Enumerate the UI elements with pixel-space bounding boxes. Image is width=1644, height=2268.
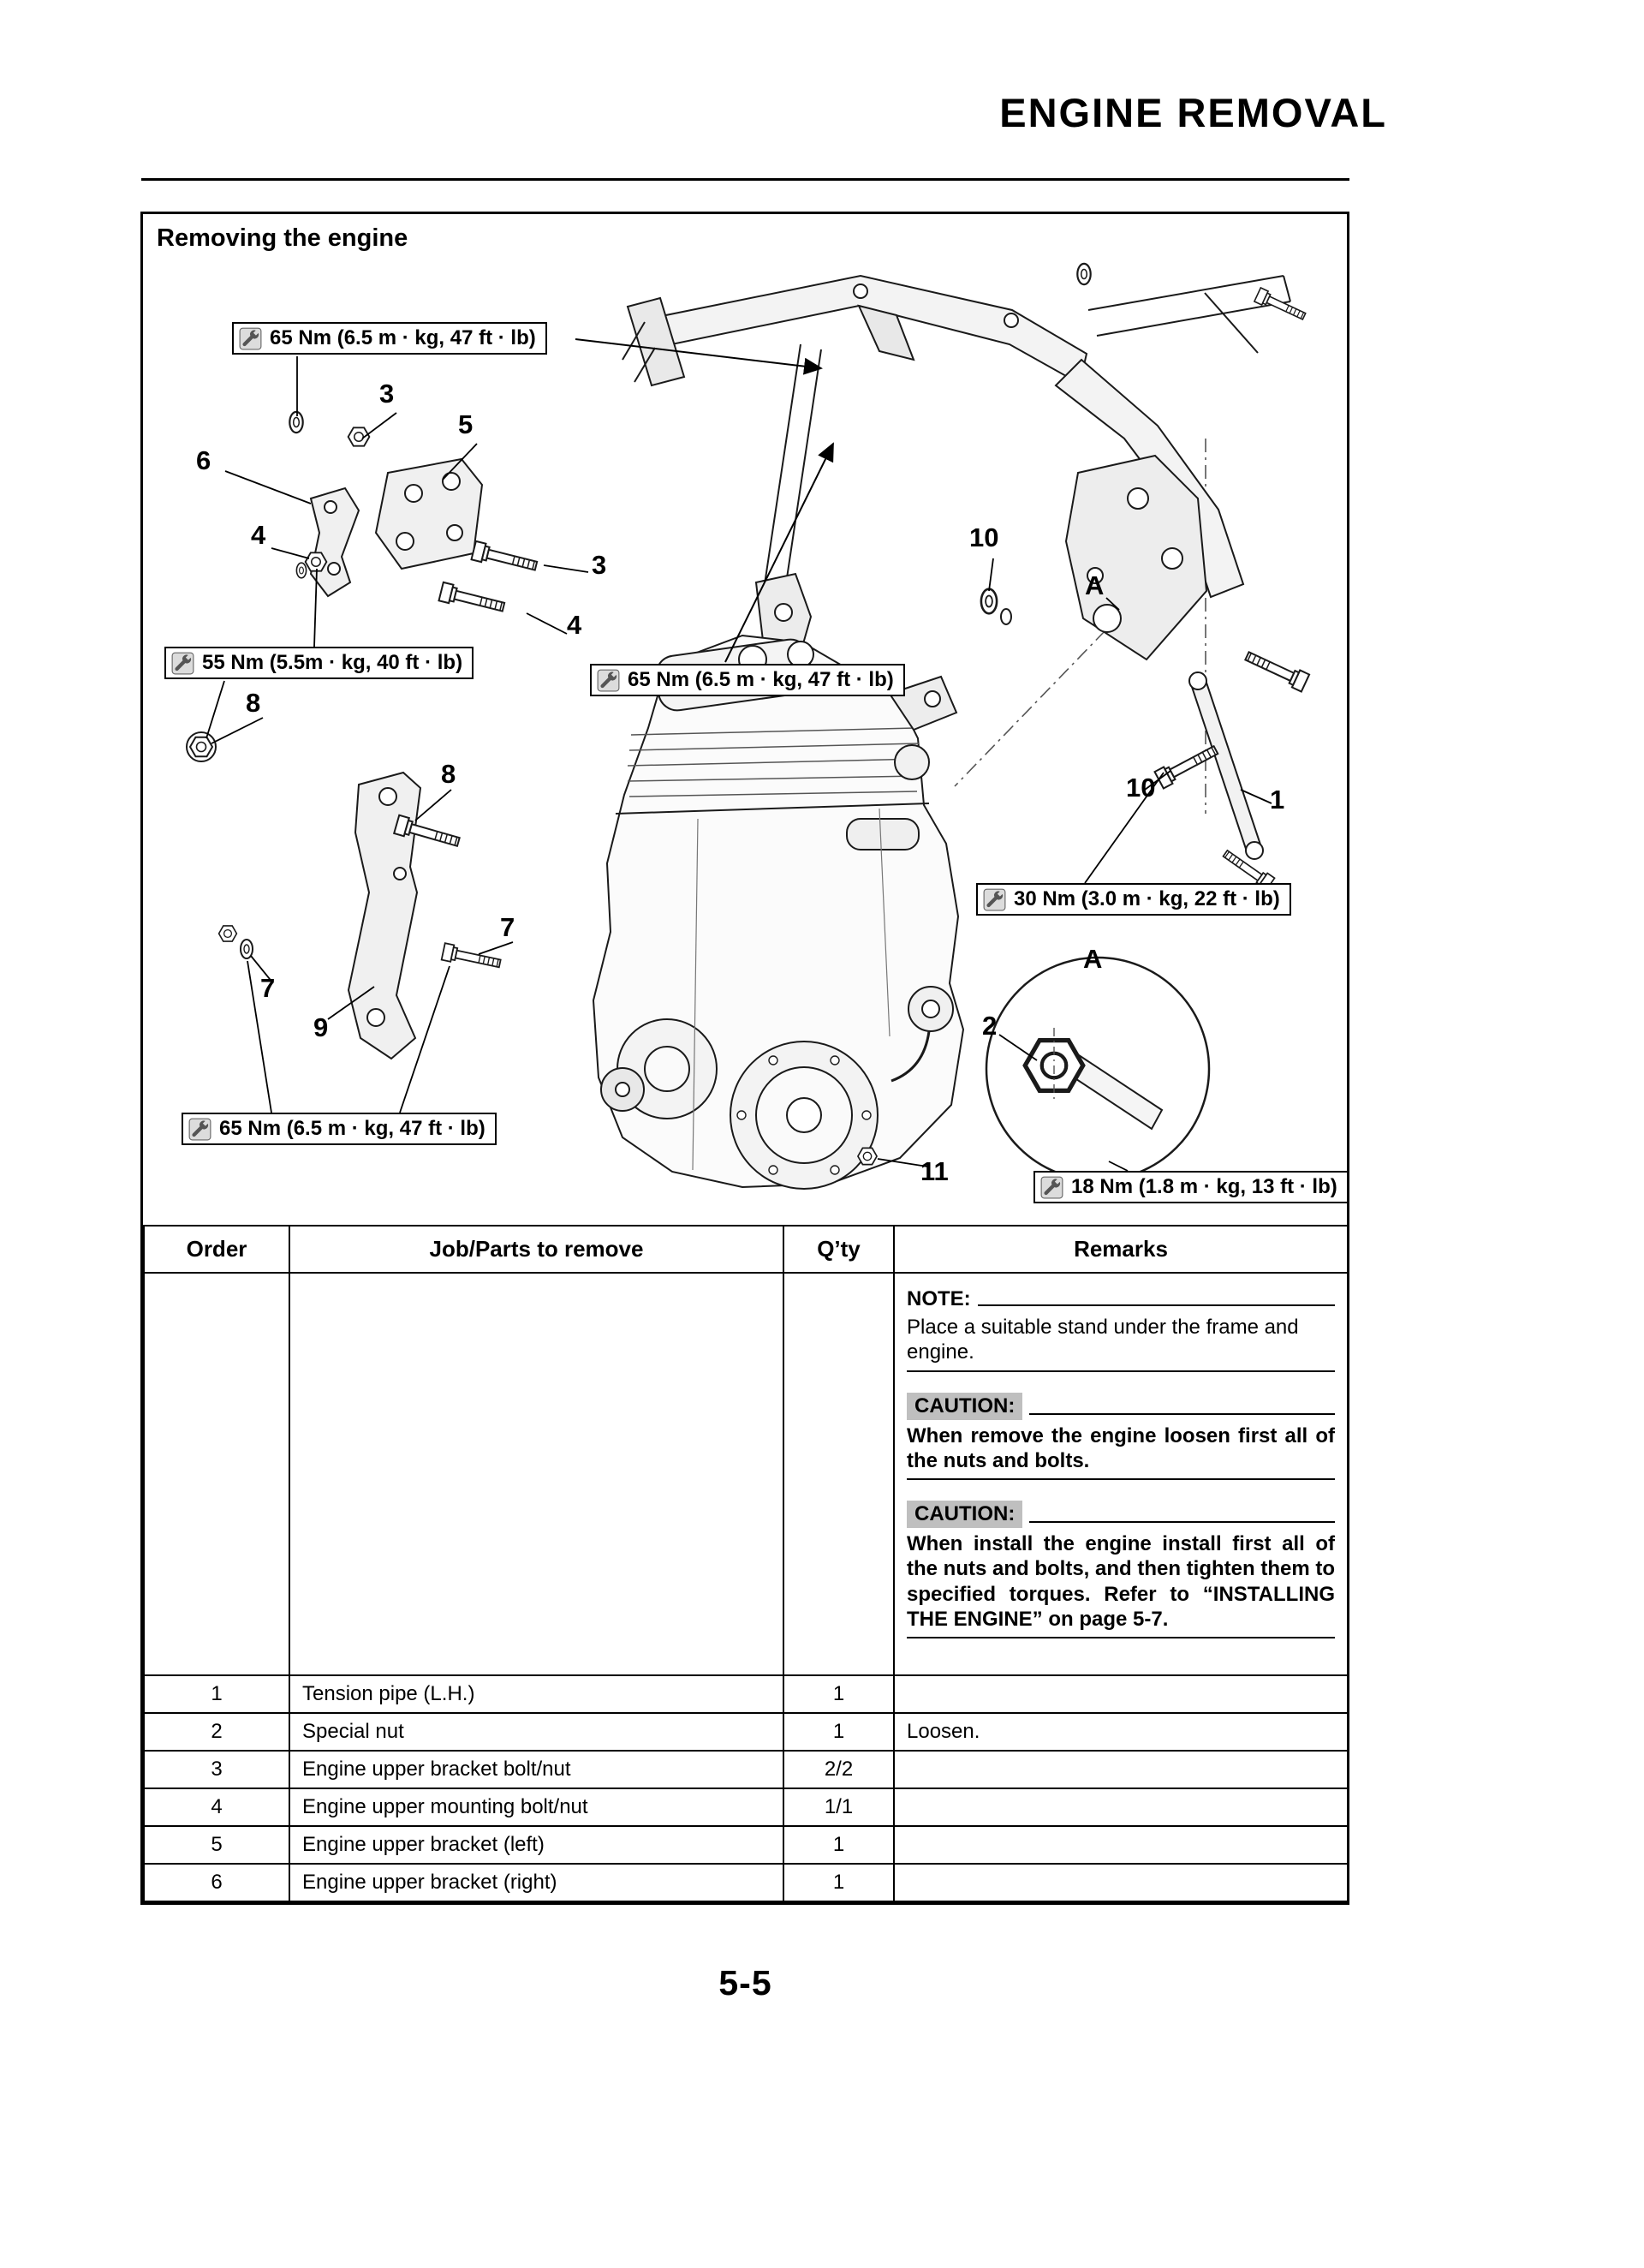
table-row: 3 Engine upper bracket bolt/nut 2/2: [143, 1750, 1349, 1789]
callout-11: 11: [920, 1156, 949, 1186]
callout-1: 1: [1270, 785, 1285, 815]
job-cell: Special nut: [289, 1712, 784, 1752]
callout-4b: 4: [567, 610, 582, 640]
job-cell: Engine upper bracket bolt/nut: [289, 1750, 784, 1789]
order-cell: 6: [143, 1863, 290, 1902]
callout-3b: 3: [592, 550, 607, 580]
order-cell: 3: [143, 1750, 290, 1789]
remarks-notes-cell: NOTE: Place a suitable stand under the f…: [893, 1272, 1349, 1676]
callout-9: 9: [313, 1012, 329, 1042]
remarks-cell: [893, 1750, 1349, 1789]
note-block: NOTE: Place a suitable stand under the f…: [907, 1287, 1335, 1372]
exploded-view-diagram: Removing the engine 65 Nm (6.5 m · kg, 4…: [143, 214, 1347, 1225]
remarks-cell: [893, 1674, 1349, 1714]
qty-cell-empty: [783, 1272, 895, 1676]
remarks-cell: [893, 1863, 1349, 1902]
callout-6: 6: [196, 445, 211, 475]
callout-3: 3: [379, 379, 395, 409]
qty-cell: 1/1: [783, 1788, 895, 1827]
order-cell: 1: [143, 1674, 290, 1714]
col-header-order: Order: [143, 1225, 290, 1274]
col-header-remarks: Remarks: [893, 1225, 1349, 1274]
table-header-row: Order Job/Parts to remove Q’ty Remarks: [143, 1225, 1349, 1274]
caution-block-2: CAUTION: When install the engine install…: [907, 1501, 1335, 1639]
caution-text: When remove the engine loosen first all …: [907, 1423, 1335, 1472]
order-cell: 4: [143, 1788, 290, 1827]
torque-wrench-icon: [239, 327, 262, 349]
torque-spec-30nm: 30 Nm (3.0 m · kg, 22 ft · lb): [976, 883, 1291, 916]
callout-5: 5: [458, 409, 474, 439]
remarks-note-row: NOTE: Place a suitable stand under the f…: [143, 1272, 1349, 1676]
torque-spec-18nm: 18 Nm (1.8 m · kg, 13 ft · lb): [1033, 1171, 1347, 1203]
qty-cell: 2/2: [783, 1750, 895, 1789]
note-label: NOTE:: [907, 1287, 971, 1310]
job-cell: Tension pipe (L.H.): [289, 1674, 784, 1714]
callout-view-a: A: [1085, 570, 1105, 600]
torque-wrench-icon: [188, 1118, 211, 1140]
order-cell: 5: [143, 1825, 290, 1865]
callout-7b: 7: [260, 973, 276, 1003]
callout-10b: 10: [1126, 773, 1156, 803]
job-cell-empty: [289, 1272, 784, 1676]
table-row: 4 Engine upper mounting bolt/nut 1/1: [143, 1788, 1349, 1827]
header-divider: [141, 178, 1349, 181]
torque-spec-text: 30 Nm (3.0 m · kg, 22 ft · lb): [1014, 887, 1280, 910]
parts-table: Order Job/Parts to remove Q’ty Remarks N…: [143, 1225, 1349, 1902]
caution-block-1: CAUTION: When remove the engine loosen f…: [907, 1392, 1335, 1481]
callout-4: 4: [251, 520, 266, 550]
torque-wrench-icon: [1040, 1176, 1063, 1198]
qty-cell: 1: [783, 1863, 895, 1902]
qty-cell: 1: [783, 1674, 895, 1714]
caution-label: CAUTION:: [907, 1392, 1023, 1420]
page-title: ENGINE REMOVAL: [999, 90, 1387, 135]
job-cell: Engine upper bracket (right): [289, 1863, 784, 1902]
torque-wrench-icon: [983, 888, 1006, 910]
callout-10: 10: [969, 522, 999, 552]
torque-spec-65nm-mid: 65 Nm (6.5 m · kg, 47 ft · lb): [590, 664, 905, 696]
torque-spec-65nm-top: 65 Nm (6.5 m · kg, 47 ft · lb): [232, 322, 547, 355]
table-row: 5 Engine upper bracket (left) 1: [143, 1825, 1349, 1865]
rule-line: [1029, 1521, 1335, 1524]
torque-spec-55nm: 55 Nm (5.5m · kg, 40 ft · lb): [164, 647, 474, 679]
engine-diagram-illustration: [186, 262, 1311, 1190]
torque-spec-text: 18 Nm (1.8 m · kg, 13 ft · lb): [1071, 1175, 1337, 1198]
torque-spec-text: 65 Nm (6.5 m · kg, 47 ft · lb): [270, 326, 536, 349]
rule-line: [907, 1370, 1335, 1372]
remarks-cell: Loosen.: [893, 1712, 1349, 1752]
diagram-title: Removing the engine: [157, 224, 408, 252]
torque-wrench-icon: [171, 652, 194, 674]
callout-detail-a: A: [1083, 944, 1103, 974]
job-cell: Engine upper mounting bolt/nut: [289, 1788, 784, 1827]
qty-cell: 1: [783, 1712, 895, 1752]
order-cell-empty: [143, 1272, 290, 1676]
torque-spec-text: 65 Nm (6.5 m · kg, 47 ft · lb): [219, 1117, 485, 1140]
table-row: 6 Engine upper bracket (right) 1: [143, 1863, 1349, 1902]
remarks-cell: [893, 1788, 1349, 1827]
col-header-job: Job/Parts to remove: [289, 1225, 784, 1274]
torque-spec-65nm-bottom: 65 Nm (6.5 m · kg, 47 ft · lb): [182, 1113, 497, 1145]
page-number: 5-5: [718, 1963, 772, 2002]
rule-line: [907, 1637, 1335, 1639]
table-row: 1 Tension pipe (L.H.) 1: [143, 1674, 1349, 1714]
caution-text: When install the engine install first al…: [907, 1532, 1335, 1631]
torque-wrench-icon: [597, 669, 620, 691]
rule-line: [977, 1304, 1335, 1306]
qty-cell: 1: [783, 1825, 895, 1865]
remarks-cell: [893, 1825, 1349, 1865]
callout-7: 7: [500, 912, 515, 942]
callout-8b: 8: [441, 759, 456, 789]
caution-label: CAUTION:: [907, 1501, 1023, 1529]
table-row: 2 Special nut 1 Loosen.: [143, 1712, 1349, 1752]
order-cell: 2: [143, 1712, 290, 1752]
torque-spec-text: 65 Nm (6.5 m · kg, 47 ft · lb): [628, 668, 894, 691]
col-header-qty: Q’ty: [783, 1225, 895, 1274]
rule-line: [1029, 1412, 1335, 1415]
job-cell: Engine upper bracket (left): [289, 1825, 784, 1865]
callout-8: 8: [246, 688, 261, 718]
note-text: Place a suitable stand under the frame a…: [907, 1316, 1299, 1364]
rule-line: [907, 1478, 1335, 1481]
callout-2: 2: [982, 1011, 998, 1041]
engine-removal-panel: Removing the engine 65 Nm (6.5 m · kg, 4…: [140, 212, 1349, 1905]
torque-spec-text: 55 Nm (5.5m · kg, 40 ft · lb): [202, 651, 463, 674]
